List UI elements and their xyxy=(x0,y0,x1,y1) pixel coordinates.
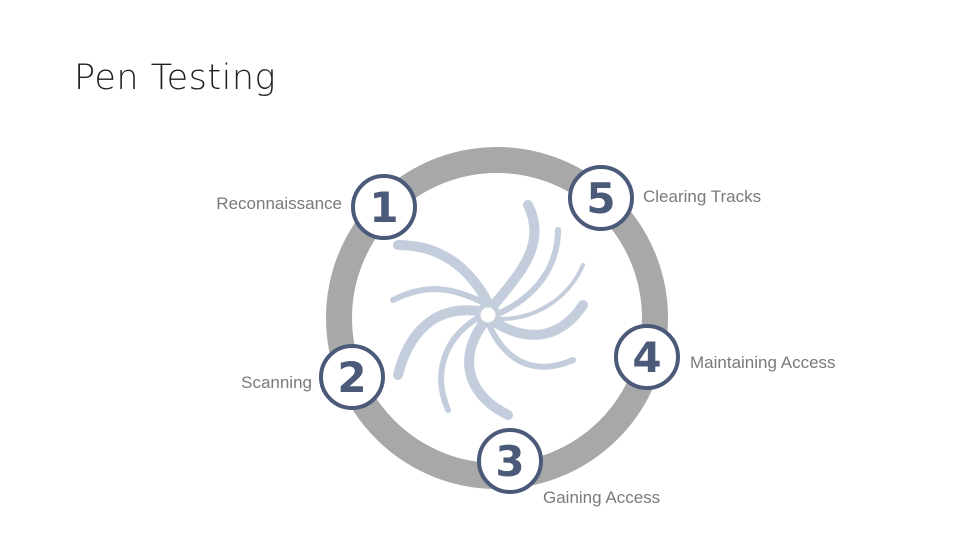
step-2-badge xyxy=(319,344,385,410)
step-2-number: 2 xyxy=(337,353,366,402)
step-3-label: Gaining Access xyxy=(543,488,660,507)
step-2-label: Scanning xyxy=(241,373,312,392)
step-5-badge xyxy=(568,165,634,231)
swirl-arm xyxy=(489,200,540,310)
swirl-arm xyxy=(487,324,576,370)
step-2: 2 Scanning xyxy=(241,344,385,410)
swirl-arm xyxy=(438,316,479,413)
swirl-arm xyxy=(491,300,588,340)
step-3-number: 3 xyxy=(495,437,524,486)
step-5-number: 5 xyxy=(586,174,615,223)
step-5-label: Clearing Tracks xyxy=(643,187,761,206)
swirl-graphic xyxy=(390,200,588,420)
step-1-badge xyxy=(351,174,417,240)
step-5: 5 Clearing Tracks xyxy=(568,165,761,231)
step-1: 1 Reconnaissance xyxy=(216,174,417,240)
swirl-arm xyxy=(464,320,513,420)
step-3-badge xyxy=(477,428,543,494)
step-1-number: 1 xyxy=(369,183,398,232)
step-4-number: 4 xyxy=(632,333,661,382)
swirl-arm xyxy=(496,263,585,322)
swirl-arm xyxy=(390,286,487,306)
slide-title: Pen Testing xyxy=(74,58,277,98)
step-4-badge xyxy=(614,324,680,390)
step-4: 4 Maintaining Access xyxy=(614,324,836,390)
step-1-label: Reconnaissance xyxy=(216,194,342,213)
swirl-arm xyxy=(497,227,561,316)
swirl-arm xyxy=(393,240,493,308)
swirl-arm xyxy=(393,305,483,380)
swirl-center xyxy=(475,302,501,328)
step-4-label: Maintaining Access xyxy=(690,353,836,372)
step-3: 3 Gaining Access xyxy=(477,428,660,507)
